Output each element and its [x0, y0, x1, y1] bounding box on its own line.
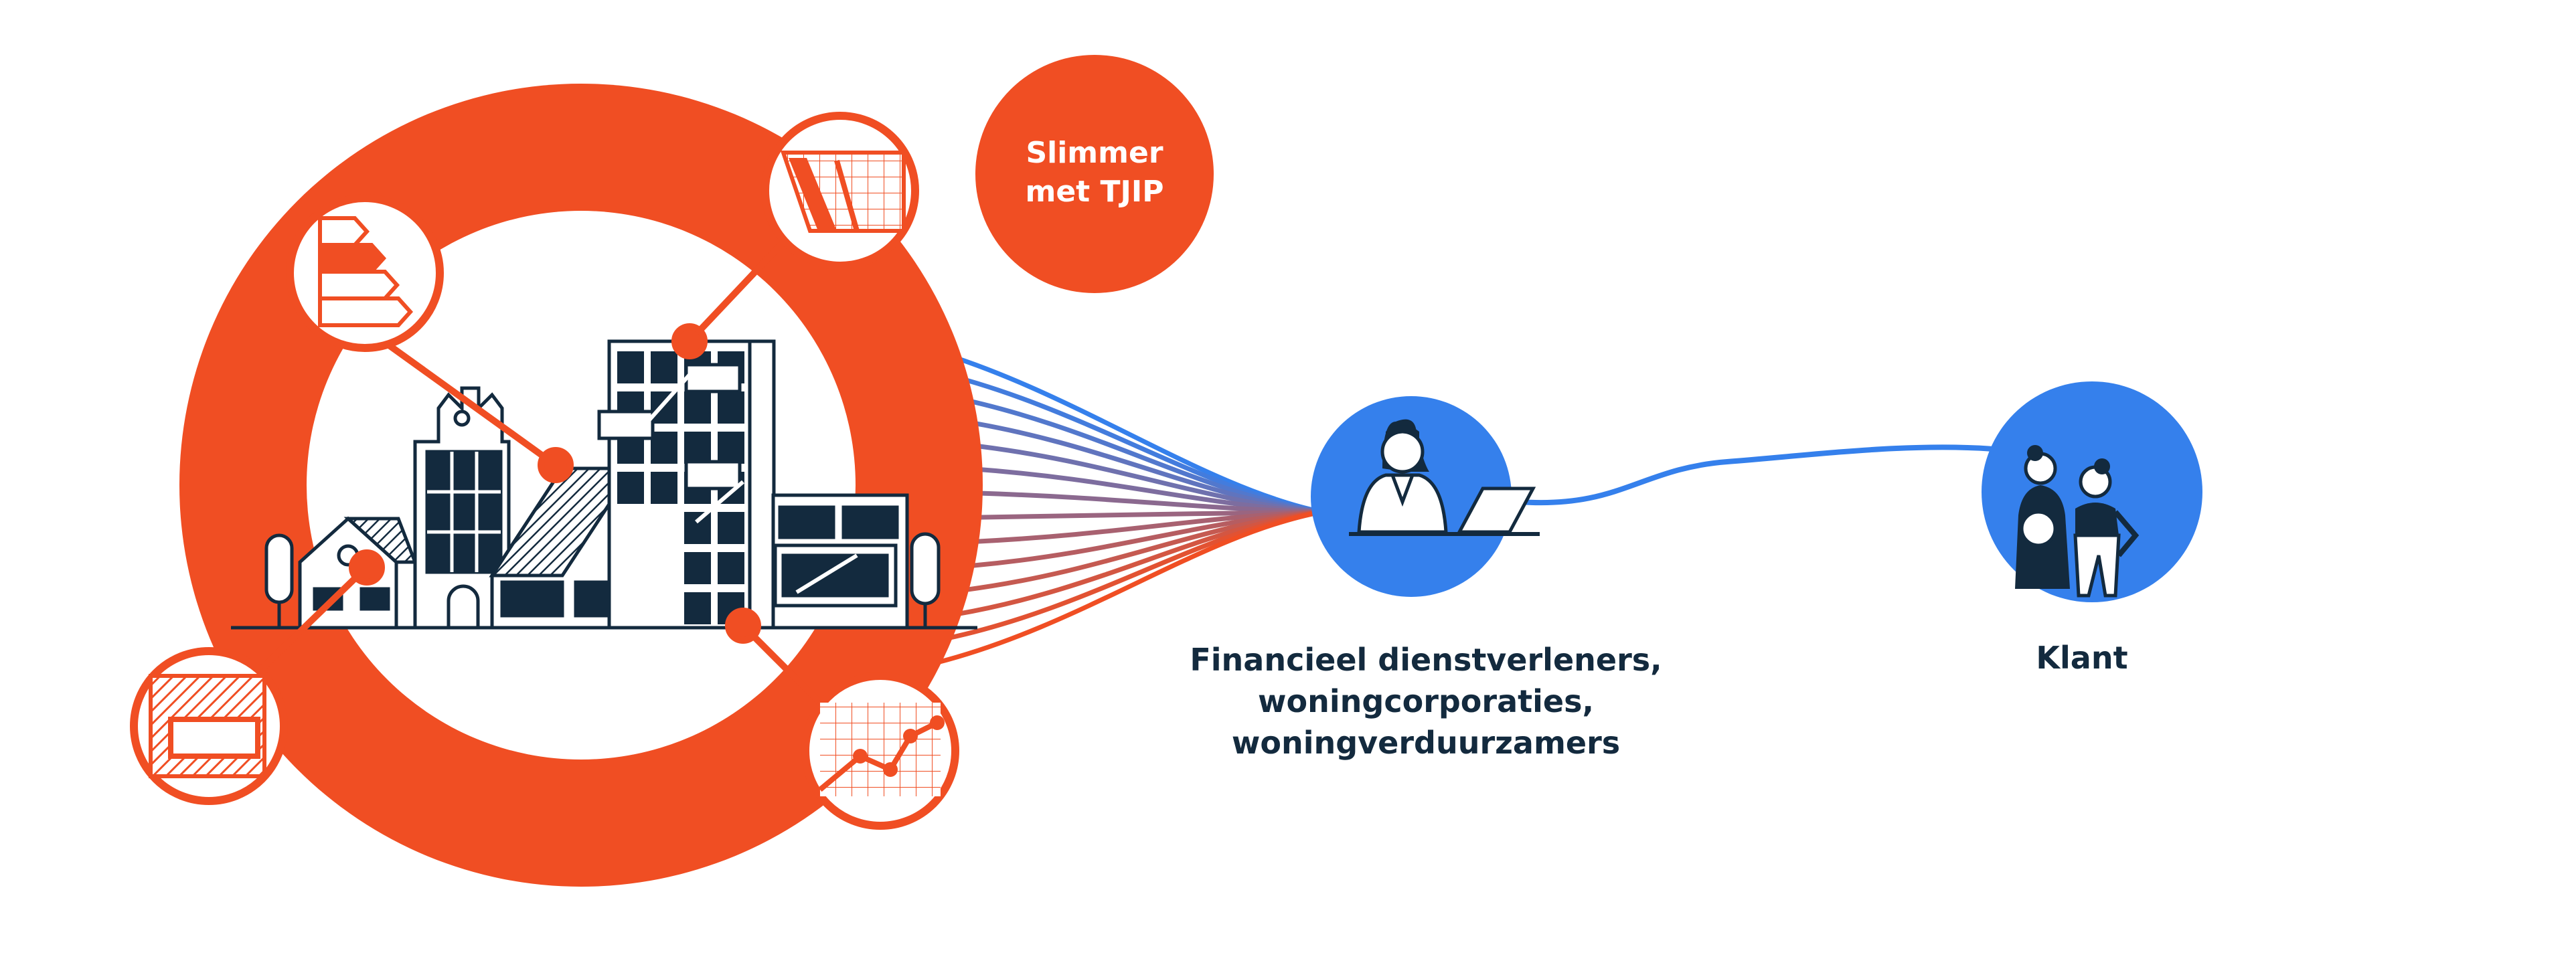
tjip-badge-text: Slimmer met TJIP — [971, 134, 1218, 211]
service-providers-line-2: woningcorporaties, — [1258, 683, 1594, 719]
service-providers-label: Financieel dienstverleners, woningcorpor… — [1098, 639, 1754, 764]
icon-connectors — [252, 218, 829, 712]
connector-line — [972, 466, 1323, 515]
service-providers-line-3: woningverduurzamers — [1231, 725, 1621, 761]
houses-buildings-icon — [231, 339, 977, 630]
advisor-customer-link — [1519, 444, 2002, 506]
service-providers-line-1: Financieel dienstverleners, — [1190, 642, 1662, 678]
customers-icon — [1982, 381, 2202, 602]
growth-chart-icon — [801, 672, 959, 830]
connector-line — [935, 369, 1323, 515]
tjip-badge — [975, 55, 1214, 293]
connector-line — [937, 509, 1323, 665]
energy-label-icon — [286, 194, 444, 352]
solar-panel-icon — [761, 112, 919, 270]
advisor-at-laptop-icon — [1311, 396, 1540, 597]
insulation-icon — [130, 647, 288, 805]
tjip-badge-line-2: met TJIP — [1025, 175, 1164, 209]
connector-line — [947, 509, 1323, 641]
connector-lines — [923, 345, 1323, 665]
tjip-badge-line-1: Slimmer — [1026, 136, 1163, 170]
customer-label: Klant — [2036, 640, 2128, 676]
